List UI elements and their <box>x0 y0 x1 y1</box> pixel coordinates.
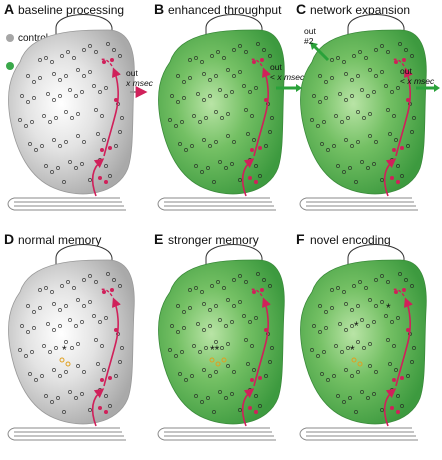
panel-title: stronger memory <box>168 233 259 247</box>
panel-f: F novel encoding * * * <box>296 231 427 441</box>
panel-letter: F <box>296 231 305 247</box>
panel-title: enhanced throughput <box>168 3 282 17</box>
panel-e: E stronger memory ** <box>154 231 285 441</box>
panel-letter: C <box>296 1 306 17</box>
out-label-time: < x msec <box>270 72 305 82</box>
panel-c: C network expansion out < x msec out #2 <box>296 1 440 211</box>
panel-title: normal memory <box>18 233 101 247</box>
panel-letter: D <box>4 231 14 247</box>
out-label: out <box>126 68 138 78</box>
panel-d: D normal memory * <box>4 231 135 441</box>
panel-a: A baseline processing out x msec <box>4 1 154 211</box>
panel-letter: A <box>4 1 14 17</box>
out2-arrow <box>312 44 330 62</box>
out-label-time: x msec <box>125 78 154 88</box>
star-marker-3: * <box>354 319 359 333</box>
out2-label: out <box>304 26 316 36</box>
panel-title: novel encoding <box>310 233 391 247</box>
legend-swatch-control <box>6 34 14 42</box>
star-marker: * <box>350 343 355 357</box>
out2-label-num: #2 <box>304 36 314 46</box>
out-label-time: < x msec <box>400 76 435 86</box>
panel-b: B enhanced throughput out < x msec <box>154 1 305 211</box>
legend-swatch-drug <box>6 62 14 70</box>
panel-title: network expansion <box>310 3 410 17</box>
panel-title: baseline processing <box>18 3 124 17</box>
out-label: out <box>400 66 412 76</box>
out-label: out <box>270 62 282 72</box>
star-marker-2: * <box>386 301 391 315</box>
star-marker: * <box>62 343 67 357</box>
panel-letter: B <box>154 1 164 17</box>
star-marker: ** <box>210 343 220 357</box>
panel-letter: E <box>154 231 163 247</box>
legend-label-control: control <box>18 33 48 44</box>
